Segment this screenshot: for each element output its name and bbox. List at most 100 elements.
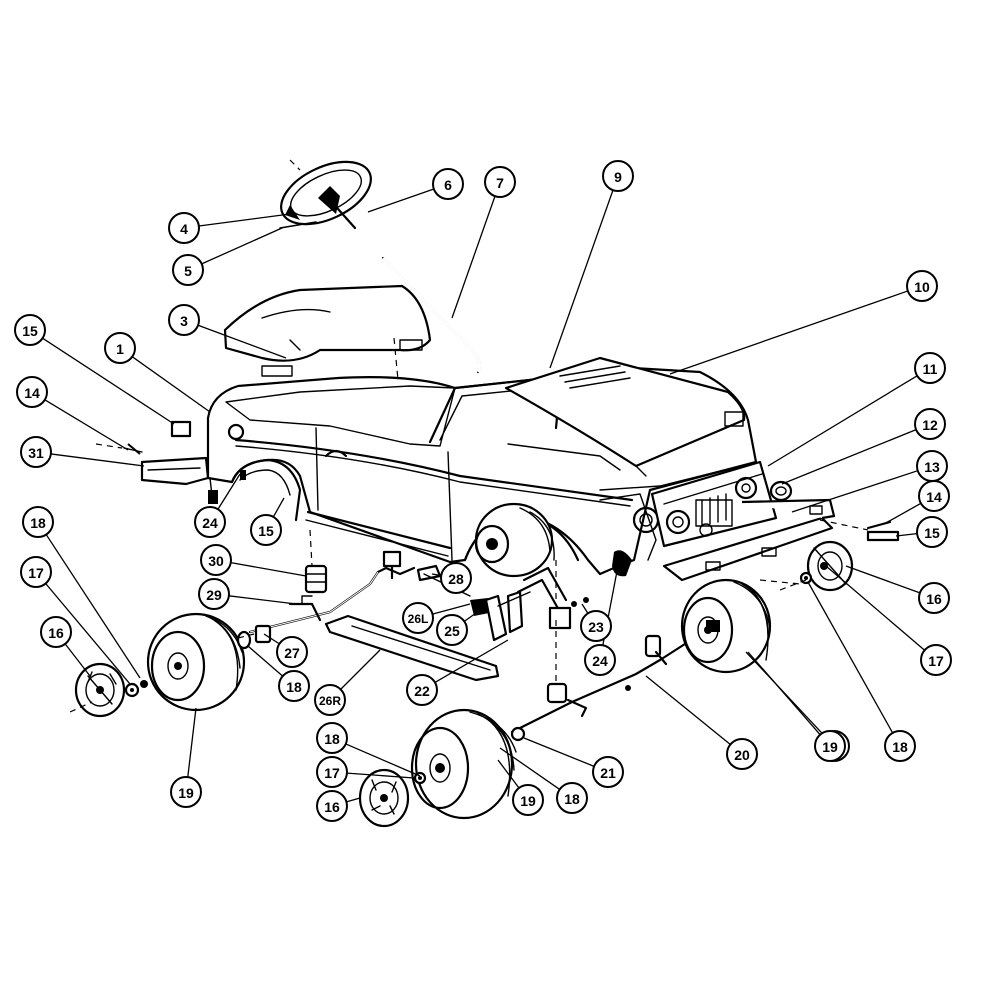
leader-line-17 bbox=[346, 772, 415, 779]
callout-number: 26L bbox=[408, 612, 429, 626]
callout-28: 28 bbox=[440, 562, 472, 594]
leader-line-4 bbox=[198, 213, 291, 227]
leader-line-7 bbox=[451, 195, 496, 319]
callout-number: 7 bbox=[496, 175, 504, 191]
callout-11: 11 bbox=[914, 352, 946, 384]
rear-bumper bbox=[140, 456, 213, 497]
callout-circle bbox=[276, 636, 308, 668]
leader-line-26L bbox=[432, 603, 471, 615]
steering-knuckle bbox=[510, 726, 526, 742]
callout-number: 21 bbox=[600, 765, 616, 781]
leader-line-13 bbox=[791, 470, 918, 513]
callout-number: 16 bbox=[48, 625, 64, 641]
callout-number: 19 bbox=[822, 739, 838, 755]
callout-circle bbox=[14, 314, 46, 346]
callout-number: 17 bbox=[928, 653, 944, 669]
callout-circle bbox=[200, 544, 232, 576]
callout-number: 11 bbox=[923, 361, 938, 377]
callout-circle bbox=[814, 730, 846, 762]
callout-number: 16 bbox=[324, 799, 340, 815]
callout-24: 24 bbox=[194, 506, 226, 538]
callout-number: 18 bbox=[892, 739, 908, 755]
callout-circle bbox=[194, 506, 226, 538]
callout-31: 31 bbox=[20, 436, 52, 468]
leader-lines bbox=[42, 188, 926, 803]
headlight bbox=[769, 480, 793, 502]
callout-number: 15 bbox=[22, 323, 38, 339]
callout-circle bbox=[484, 166, 516, 198]
callout-20: 20 bbox=[726, 738, 758, 770]
callout-number: 22 bbox=[414, 683, 430, 699]
leader-line-20 bbox=[645, 675, 731, 746]
callout-circle bbox=[906, 270, 938, 302]
callout-circle bbox=[726, 738, 758, 770]
leader-line-1 bbox=[131, 356, 211, 413]
callout-number: 14 bbox=[926, 489, 942, 505]
callout-number: 18 bbox=[286, 679, 302, 695]
callout-26L: 26L bbox=[402, 602, 434, 634]
callout-14: 14 bbox=[16, 376, 48, 408]
leader-line-30 bbox=[230, 561, 307, 577]
leader-line-27 bbox=[263, 633, 280, 645]
callout-number: 24 bbox=[202, 515, 218, 531]
callout-circle bbox=[918, 582, 950, 614]
callout-9: 9 bbox=[602, 160, 634, 192]
callout-number: 15 bbox=[258, 523, 274, 539]
callout-26R: 26R bbox=[314, 684, 346, 716]
hubcap-front-left bbox=[358, 768, 410, 828]
front-wheel-left bbox=[410, 708, 517, 820]
leader-line-24 bbox=[217, 473, 241, 510]
callout-number: 31 bbox=[28, 445, 44, 461]
hood bbox=[504, 356, 746, 477]
hubcap-right bbox=[806, 540, 854, 592]
rear-wheel-far bbox=[474, 502, 555, 578]
leader-line-9 bbox=[549, 189, 614, 369]
callout-number: 24 bbox=[592, 653, 608, 669]
callout-circle bbox=[316, 756, 348, 788]
callout-circle bbox=[432, 168, 464, 200]
callout-circle bbox=[168, 212, 200, 244]
callout-15: 15 bbox=[916, 516, 948, 548]
washer-left bbox=[124, 680, 148, 698]
callout-circle bbox=[22, 506, 54, 538]
callout-15: 15 bbox=[14, 314, 46, 346]
callout-5: 5 bbox=[172, 254, 204, 286]
callout-circle bbox=[556, 782, 588, 814]
leader-line-15 bbox=[42, 337, 175, 425]
rear-bumper-bracket bbox=[123, 420, 192, 455]
leader-line-16 bbox=[64, 643, 91, 677]
front-wheel-right bbox=[680, 578, 772, 674]
callout-circle bbox=[440, 562, 472, 594]
leader-line-23 bbox=[581, 603, 589, 614]
callout-circle bbox=[104, 332, 136, 364]
callout-number: 17 bbox=[28, 565, 44, 581]
callout-circle bbox=[916, 516, 948, 548]
callout-13: 13 bbox=[916, 450, 948, 482]
callout-number: 10 bbox=[914, 279, 930, 295]
callout-number: 5 bbox=[184, 263, 192, 279]
callout-number: 17 bbox=[324, 765, 340, 781]
callout-circle bbox=[316, 790, 348, 822]
axle-bushing bbox=[304, 564, 328, 594]
leader-line-19 bbox=[497, 759, 520, 789]
callout-number: 18 bbox=[324, 731, 340, 747]
callout-16: 16 bbox=[316, 790, 348, 822]
callout-number: 26R bbox=[319, 694, 341, 708]
callout-circle bbox=[914, 408, 946, 440]
leader-line-18 bbox=[345, 743, 421, 777]
callout-number: 12 bbox=[922, 417, 938, 433]
callout-number: 18 bbox=[30, 515, 46, 531]
callout-27: 27 bbox=[276, 636, 308, 668]
callout-circle bbox=[198, 578, 230, 610]
leader-line-26R bbox=[340, 649, 381, 690]
steering-wheel bbox=[279, 160, 372, 230]
callout-18: 18 bbox=[278, 670, 310, 702]
callout-number: 29 bbox=[206, 587, 222, 603]
callout-number: 14 bbox=[24, 385, 40, 401]
leader-line-18 bbox=[247, 645, 284, 677]
leader-line-17 bbox=[825, 565, 926, 651]
callout-14: 14 bbox=[918, 480, 950, 512]
callout-number: 16 bbox=[926, 591, 942, 607]
